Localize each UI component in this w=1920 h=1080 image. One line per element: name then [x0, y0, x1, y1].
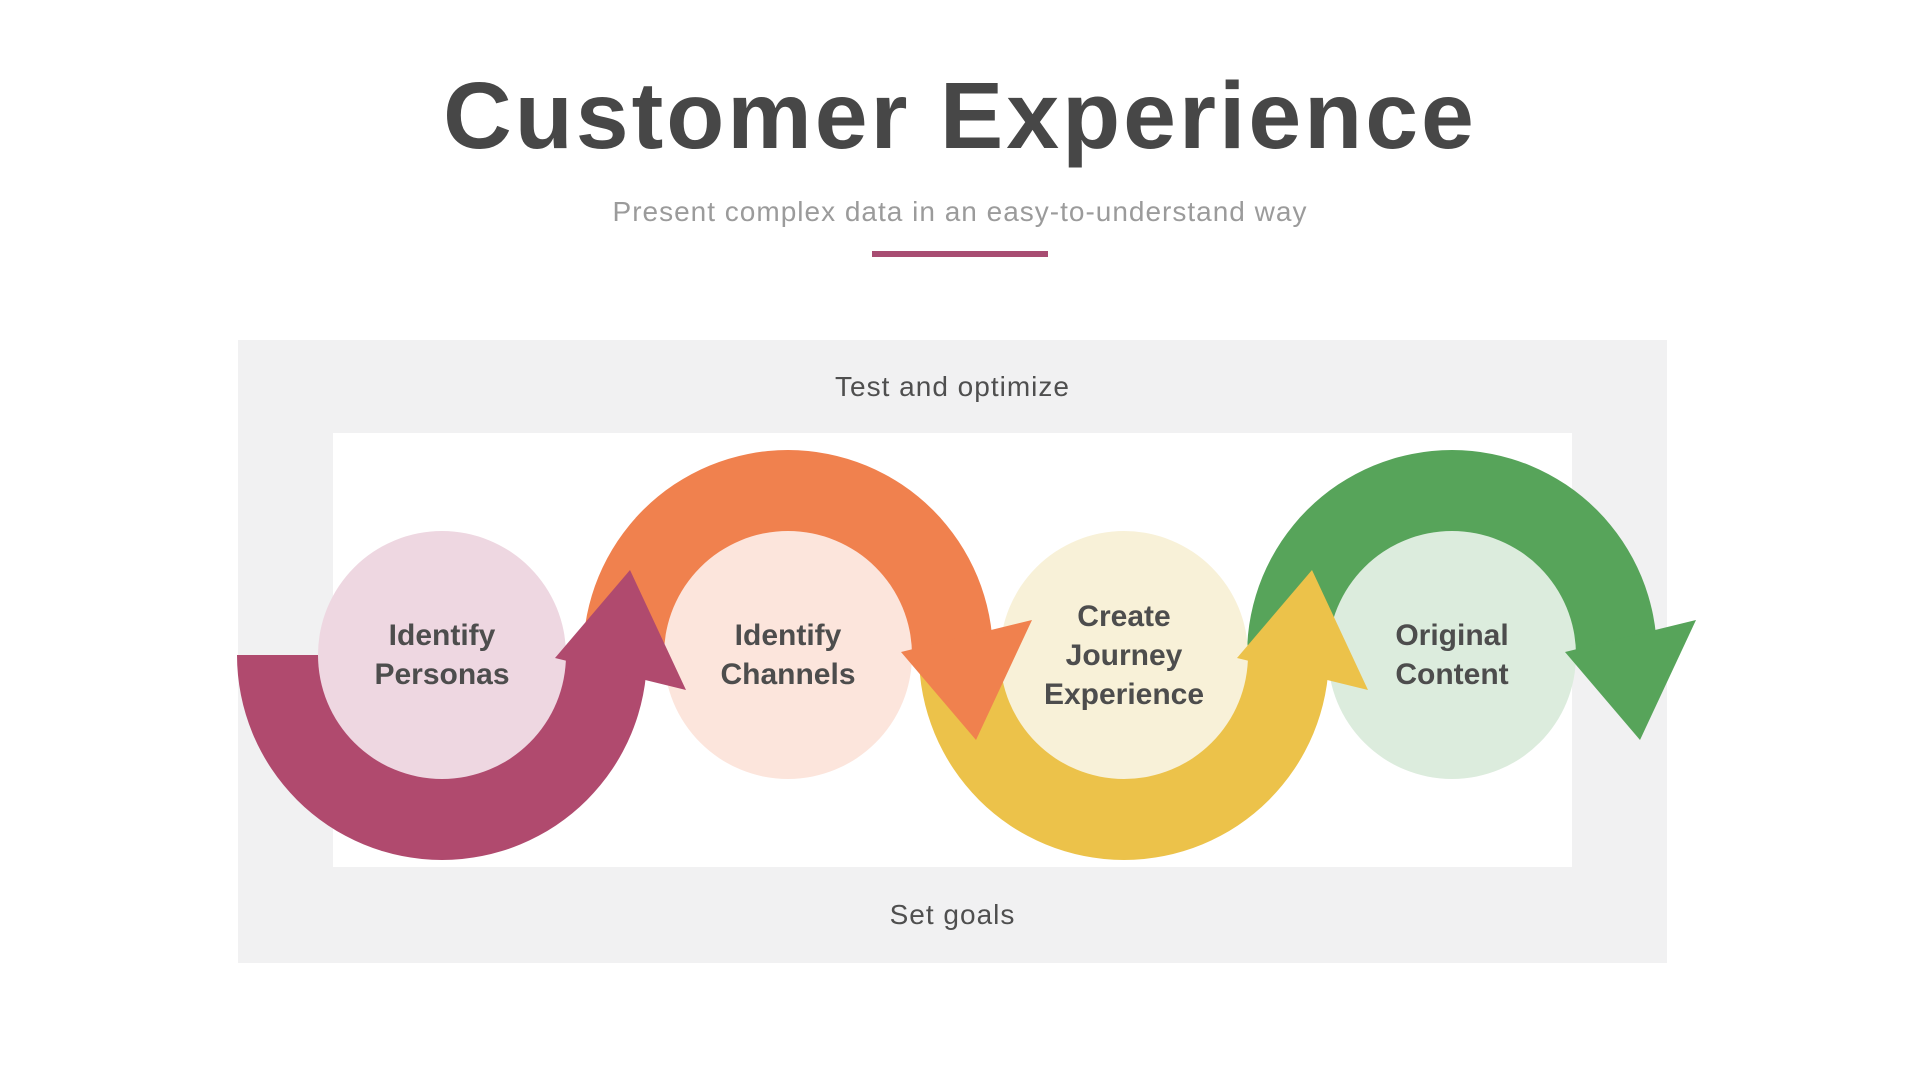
step-circle-identify-channels	[664, 531, 912, 779]
page-title: Customer Experience	[443, 63, 1477, 169]
step-circle-create-journey-experience	[1000, 531, 1248, 779]
step-label-line: Journey	[1065, 638, 1183, 672]
step-label-line: Create	[1077, 599, 1171, 633]
step-label-line: Identify	[734, 619, 842, 652]
accent-divider	[872, 251, 1048, 257]
top-loop-label: Test and optimize	[835, 370, 1070, 402]
step-circle-original-content	[1328, 531, 1576, 779]
step-label-line: Experience	[1043, 677, 1205, 711]
page-subtitle: Present complex data in an easy-to-under…	[612, 196, 1308, 227]
step-label-line: Personas	[374, 658, 510, 691]
arrow-head-original-content	[1565, 620, 1696, 740]
step-label-line: Identify	[388, 619, 496, 652]
arrow-head-create-journey-experience	[1237, 570, 1368, 690]
arrow-band-identify-personas	[237, 655, 647, 860]
arrow-head-identify-channels	[901, 620, 1032, 740]
step-label-identify-personas: Identify Personas	[327, 575, 557, 735]
bottom-loop-label: Set goals	[889, 899, 1016, 930]
step-label-line: Original	[1395, 619, 1509, 652]
step-label-create-journey-experience: Create Journey Experience	[1009, 575, 1239, 735]
step-label-original-content: Original Content	[1337, 575, 1567, 735]
arrow-band-identify-channels	[583, 450, 993, 655]
arrow-band-original-content	[1247, 450, 1657, 655]
arrow-band-create-journey-experience	[919, 655, 1329, 860]
step-label-line: Content	[1395, 658, 1509, 691]
step-circle-identify-personas	[318, 531, 566, 779]
arrow-head-identify-personas	[555, 570, 686, 690]
step-label-identify-channels: Identify Channels	[673, 575, 903, 735]
step-label-line: Channels	[720, 658, 856, 691]
